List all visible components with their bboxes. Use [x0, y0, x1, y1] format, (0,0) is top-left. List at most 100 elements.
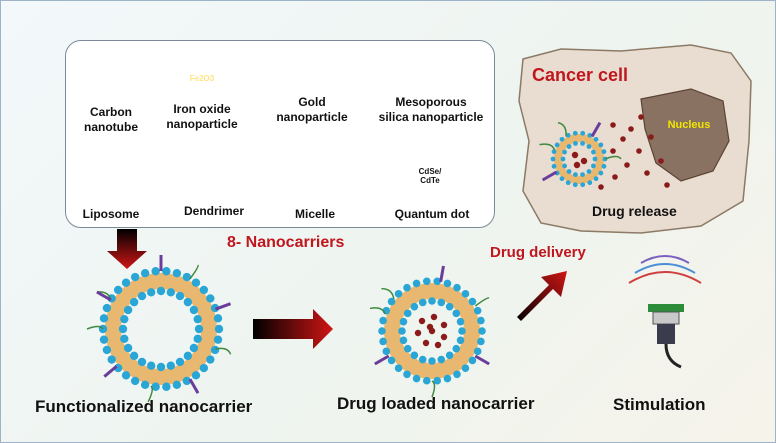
arrow-down [107, 229, 147, 269]
released-drug [610, 122, 616, 128]
nanocarriers-title: 8- Nanocarriers [227, 234, 345, 251]
functionalized-carrier-bead [182, 376, 192, 386]
drug-molecule [434, 341, 442, 349]
drug-loaded-carrier-bead [468, 297, 477, 306]
drug-molecule [414, 329, 422, 337]
functionalized-carrier-bead [183, 297, 193, 307]
zns-label: ZnS [422, 148, 438, 157]
functionalized-carrier-ligand [214, 302, 232, 311]
cell-carrier-chain [557, 121, 567, 137]
cell-carrier-bead [562, 163, 567, 169]
functionalized-carrier-bead [140, 269, 150, 278]
cell-carrier-bead [580, 182, 586, 188]
arrow-diagonal [517, 271, 567, 321]
cell-drug [571, 151, 579, 159]
drug-loaded-carrier-bead [387, 297, 396, 306]
drug-loaded-carrier-bead [443, 279, 452, 288]
functionalized-carrier-chain [147, 385, 153, 403]
cell-carrier-bead [554, 142, 560, 148]
functionalized-carrier-bead [130, 272, 140, 282]
functionalized-carrier-bead [172, 380, 182, 389]
functionalized-carrier-bead [120, 334, 129, 344]
drug-loaded-carrier-bead [461, 290, 470, 298]
functionalized-carrier-bead [102, 303, 112, 313]
released-drug [636, 148, 642, 154]
functionalized-carrier-bead [175, 357, 185, 367]
cell-drug [573, 161, 581, 169]
drug-loaded-carrier-bead [403, 283, 411, 292]
cell-carrier-bead [580, 141, 585, 146]
drug-loaded-carrier-bilayer [384, 283, 480, 379]
iron-oxide-label: Iron oxide nanoparticle [166, 102, 238, 131]
released-drug [648, 134, 654, 140]
functionalized-carrier-chain [189, 264, 199, 280]
drug-loaded-carrier-bead [477, 337, 485, 346]
cell-carrier-bead [587, 132, 593, 138]
functionalized-carrier-ligand [96, 290, 112, 302]
nucleus-shape [640, 88, 730, 182]
functionalized-carrier-chain [215, 347, 232, 355]
drug-loaded-carrier-bead [382, 347, 391, 356]
functionalized-carrier-bead [123, 343, 133, 353]
drug-loaded-carrier-chain [431, 380, 436, 398]
drug-loaded-carrier-bead [403, 309, 412, 318]
functionalized-carrier-bilayer [105, 273, 217, 385]
drug-molecule [422, 339, 430, 347]
functionalized-carrier-bead [156, 286, 166, 296]
released-drug [628, 126, 634, 132]
functionalized-carrier-bead [193, 314, 202, 324]
drug-molecule [440, 333, 448, 341]
functionalized-caption: Functionalized nanocarrier [35, 397, 253, 416]
cell-carrier-bead [592, 156, 598, 162]
functionalized-carrier-bead [137, 357, 147, 367]
cell-carrier-bead [580, 130, 586, 136]
cell-carrier-ligand [590, 121, 602, 138]
cell-carrier-chain [539, 143, 556, 151]
drug-loaded-carrier-bead [422, 277, 431, 286]
drug-loaded-carrier-bead [412, 374, 421, 383]
functionalized-carrier-bead [102, 345, 112, 355]
cell-carrier-bead [586, 169, 592, 174]
cell-carrier-bead [566, 169, 572, 174]
drug-loaded-caption: Drug loaded nanocarrier [337, 394, 535, 413]
drug-loaded-carrier-bead [410, 351, 419, 360]
functionalized-carrier-bead [189, 305, 199, 315]
cell-carrier-bead [586, 144, 592, 149]
released-drug [598, 184, 604, 190]
quantum-dot-label: Quantum dot [394, 207, 470, 221]
cell-carrier-bead [593, 176, 599, 182]
functionalized-carrier-bead [162, 267, 171, 276]
drug-loaded-carrier-bead [394, 290, 403, 298]
drug-loaded-carrier-bead [445, 302, 454, 311]
functionalized-carrier-bead [156, 362, 166, 372]
functionalized-carrier-bead [107, 355, 116, 364]
nanocarrier-panel [65, 40, 495, 228]
functionalized-carrier-bead [118, 324, 128, 334]
drug-loaded-carrier-bead [458, 327, 466, 335]
functionalized-carrier-bead [210, 303, 220, 313]
functionalized-carrier-chain [86, 325, 104, 330]
cell-carrier-bead [601, 163, 607, 169]
drug-loaded-carrier-bead [477, 316, 485, 325]
drug-loaded-carrier-bead [379, 316, 387, 325]
cell-carrier-bead [591, 163, 596, 169]
drug-loaded-carrier-bead [378, 327, 386, 335]
drug-loaded-carrier-bead [422, 376, 431, 385]
functionalized-carrier-ligand [188, 378, 200, 394]
functionalized-carrier-bead [182, 272, 192, 282]
functionalized-carrier-bead [151, 267, 160, 276]
drug-molecule [418, 317, 426, 325]
sio2-label: SiO2 [192, 52, 212, 61]
functionalized-carrier-bead [199, 363, 209, 373]
released-drug [658, 158, 664, 164]
released-drug [624, 162, 630, 168]
functionalized-carrier-bead [146, 361, 156, 370]
drug-loaded-carrier-bead [453, 370, 461, 379]
functionalized-carrier-bead [129, 351, 139, 361]
functionalized-carrier-bead [121, 371, 131, 380]
functionalized-carrier-bead [121, 278, 131, 287]
drug-loaded-carrier-bead [394, 364, 403, 372]
drug-loaded-carrier-bead [387, 356, 396, 365]
functionalized-carrier-bead [213, 314, 223, 323]
functionalized-carrier-bead [113, 285, 123, 295]
